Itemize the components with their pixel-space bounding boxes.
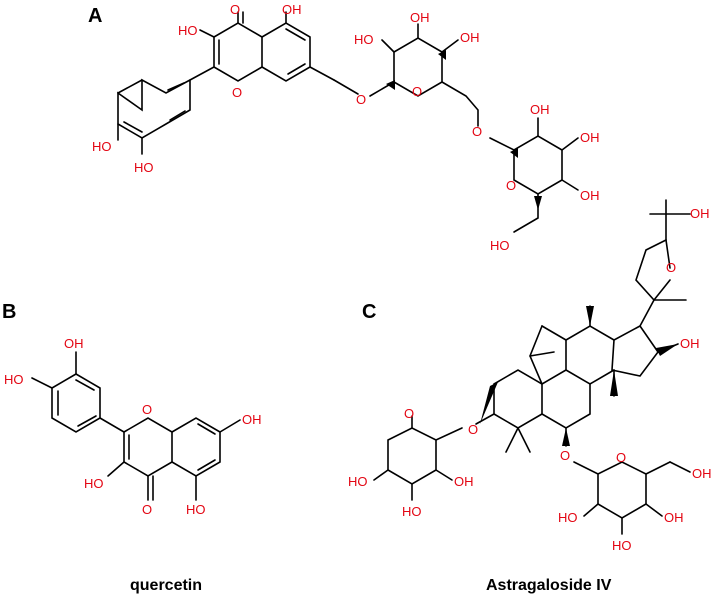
molecule-c-bonds <box>373 199 691 535</box>
atom-label: OH <box>530 102 550 117</box>
molecule-a-atoms: O OH HO O HO HO O O HO OH OH O O OH OH O… <box>92 2 600 253</box>
panel-c-caption: Astragaloside IV <box>486 577 612 594</box>
atom-label: O <box>468 422 478 437</box>
molecule-b-bonds <box>31 351 241 501</box>
atom-label: OH <box>282 2 302 17</box>
atom-label: HO <box>348 474 368 489</box>
atom-label: HO <box>134 160 154 175</box>
panel-b-caption: quercetin <box>130 577 202 594</box>
atom-label: HO <box>4 372 24 387</box>
atom-label: OH <box>664 510 684 525</box>
atom-label: O <box>232 85 242 100</box>
panel-b-label: B <box>2 301 16 323</box>
atom-label: O <box>230 2 240 17</box>
panel-b: B OH HO O OH HO <box>2 301 262 594</box>
atom-label: O <box>506 178 516 193</box>
panel-c: C <box>348 199 712 594</box>
atom-label: OH <box>460 30 480 45</box>
atom-label: OH <box>454 474 474 489</box>
atom-label: HO <box>354 32 374 47</box>
molecule-a-bonds <box>117 11 579 233</box>
panel-c-label: C <box>362 301 376 323</box>
atom-label: OH <box>242 412 262 427</box>
atom-label: HO <box>402 504 422 519</box>
atom-label: OH <box>690 206 710 221</box>
atom-label: HO <box>178 23 198 38</box>
atom-label: OH <box>692 466 712 481</box>
atom-label: OH <box>580 130 600 145</box>
atom-label: HO <box>84 476 104 491</box>
atom-label: HO <box>612 538 632 553</box>
atom-label: O <box>142 402 152 417</box>
atom-label: O <box>616 450 626 465</box>
molecule-b-atoms: OH HO O OH HO O HO <box>4 336 262 517</box>
atom-label: OH <box>64 336 84 351</box>
atom-label: O <box>472 124 482 139</box>
atom-label: HO <box>558 510 578 525</box>
atom-label: HO <box>186 502 206 517</box>
atom-label: OH <box>580 188 600 203</box>
atom-label: HO <box>490 238 510 253</box>
atom-label: HO <box>92 139 112 154</box>
atom-label: OH <box>410 10 430 25</box>
atom-label: O <box>666 260 676 275</box>
molecule-c-atoms: OH O OH O O HO HO OH O O OH HO HO OH <box>348 206 712 553</box>
atom-label: O <box>356 92 366 107</box>
atom-label: O <box>404 406 414 421</box>
panel-a-label: A <box>88 5 102 27</box>
atom-label: OH <box>680 336 700 351</box>
atom-label: O <box>142 502 152 517</box>
panel-a: A <box>88 2 600 253</box>
atom-label: O <box>560 448 570 463</box>
atom-label: O <box>412 84 422 99</box>
